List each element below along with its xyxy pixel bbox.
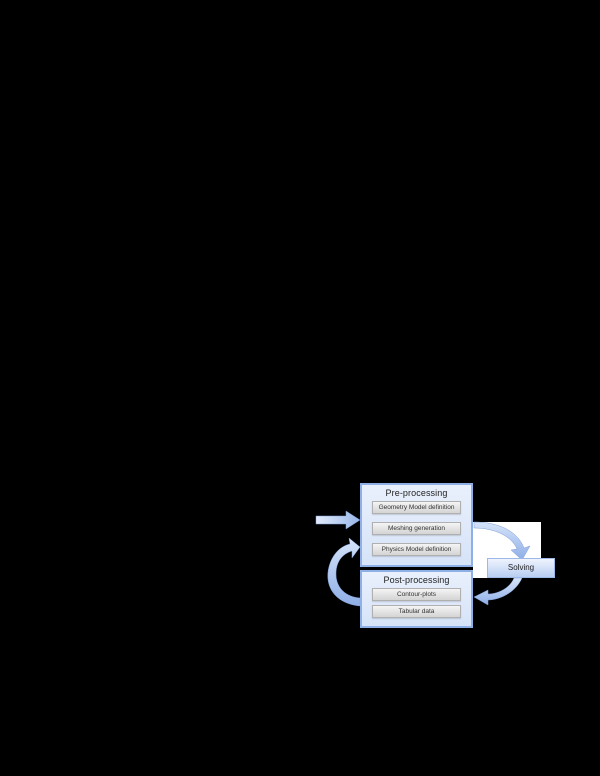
pre-processing-title: Pre-processing bbox=[385, 488, 448, 498]
step-physics-model-definition: Physics Model definition bbox=[372, 543, 461, 556]
to-post-processing-arrow-icon bbox=[473, 577, 523, 606]
step-contour-plots: Contour-plots bbox=[372, 588, 461, 601]
pre-processing-panel: Pre-processing Geometry Model definition… bbox=[360, 483, 473, 567]
solving-box: Solving bbox=[487, 558, 555, 578]
input-arrow-icon bbox=[315, 510, 361, 530]
post-processing-title: Post-processing bbox=[383, 575, 450, 585]
step-geometry-model-definition: Geometry Model definition bbox=[372, 501, 461, 514]
step-meshing-generation: Meshing generation bbox=[372, 522, 461, 535]
step-tabular-data: Tabular data bbox=[372, 605, 461, 618]
post-processing-panel: Post-processing Contour-plots Tabular da… bbox=[360, 570, 473, 628]
to-solving-arrow-icon bbox=[473, 521, 531, 561]
feedback-loop-arrow-icon bbox=[327, 537, 361, 607]
